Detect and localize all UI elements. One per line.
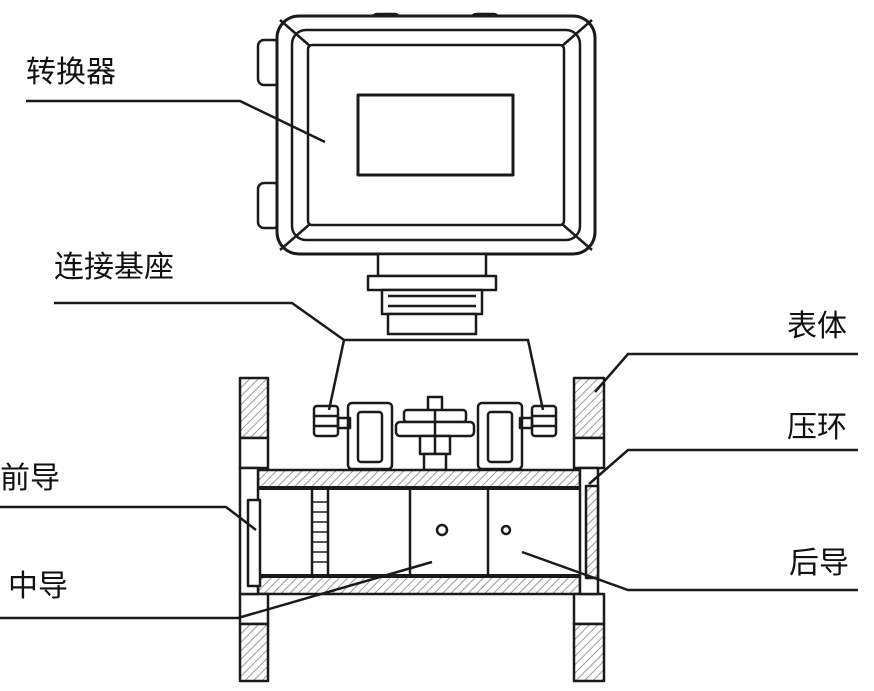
meter-body-label: 表体 xyxy=(787,309,847,344)
mount-brackets xyxy=(312,395,558,472)
rear-guide-label: 后导 xyxy=(789,546,849,581)
middle-guide-label: 中导 xyxy=(8,569,68,604)
front-guide-label: 前导 xyxy=(0,461,60,496)
pressure-ring-label: 压环 xyxy=(787,410,847,445)
leader-lines xyxy=(0,99,858,620)
leader-meter-body xyxy=(594,352,858,393)
converter-housing xyxy=(256,12,597,256)
converter-label: 转换器 xyxy=(26,55,116,90)
leader-pressure-ring xyxy=(588,448,858,485)
front-guide-vanes xyxy=(246,490,330,588)
flange-right xyxy=(572,376,606,683)
connection-base-neck xyxy=(366,252,498,336)
guide-bodies xyxy=(408,490,512,574)
leader-converter xyxy=(26,99,326,144)
flange-left xyxy=(238,376,270,683)
leader-middle-guide xyxy=(0,560,433,620)
display-window xyxy=(356,93,515,177)
meter-body-pipe xyxy=(256,468,582,596)
leader-rear-guide xyxy=(521,550,858,592)
leader-connection-base-left xyxy=(327,339,346,411)
leader-front-guide xyxy=(0,505,257,531)
connection-base-label: 连接基座 xyxy=(54,250,174,285)
